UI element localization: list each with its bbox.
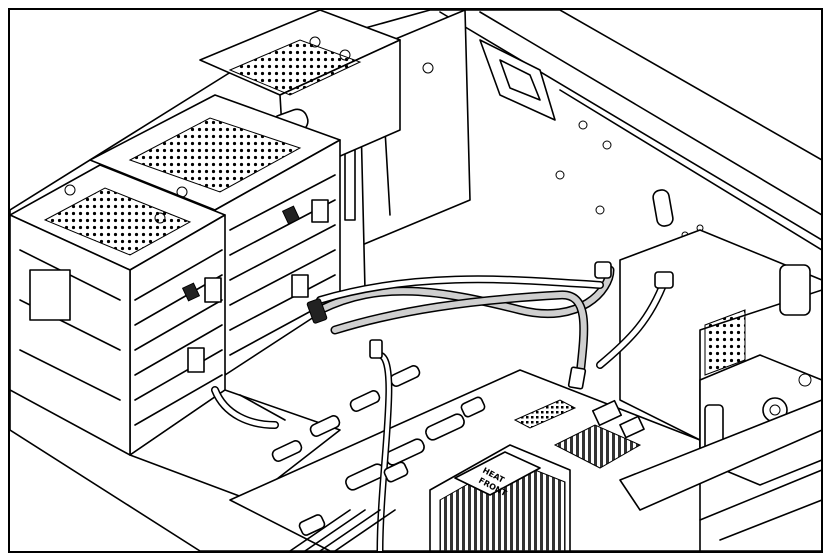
heatsink: HEAT FRONT [429,444,571,551]
dimm-slots [289,509,396,551]
cable-clips [298,396,486,536]
cage-base-plate [129,389,341,501]
chipset-heatsink [513,399,645,469]
sas-cables [211,261,674,551]
lower-rail [619,399,821,541]
system-board [229,365,701,551]
drive-cage-front [10,164,226,456]
